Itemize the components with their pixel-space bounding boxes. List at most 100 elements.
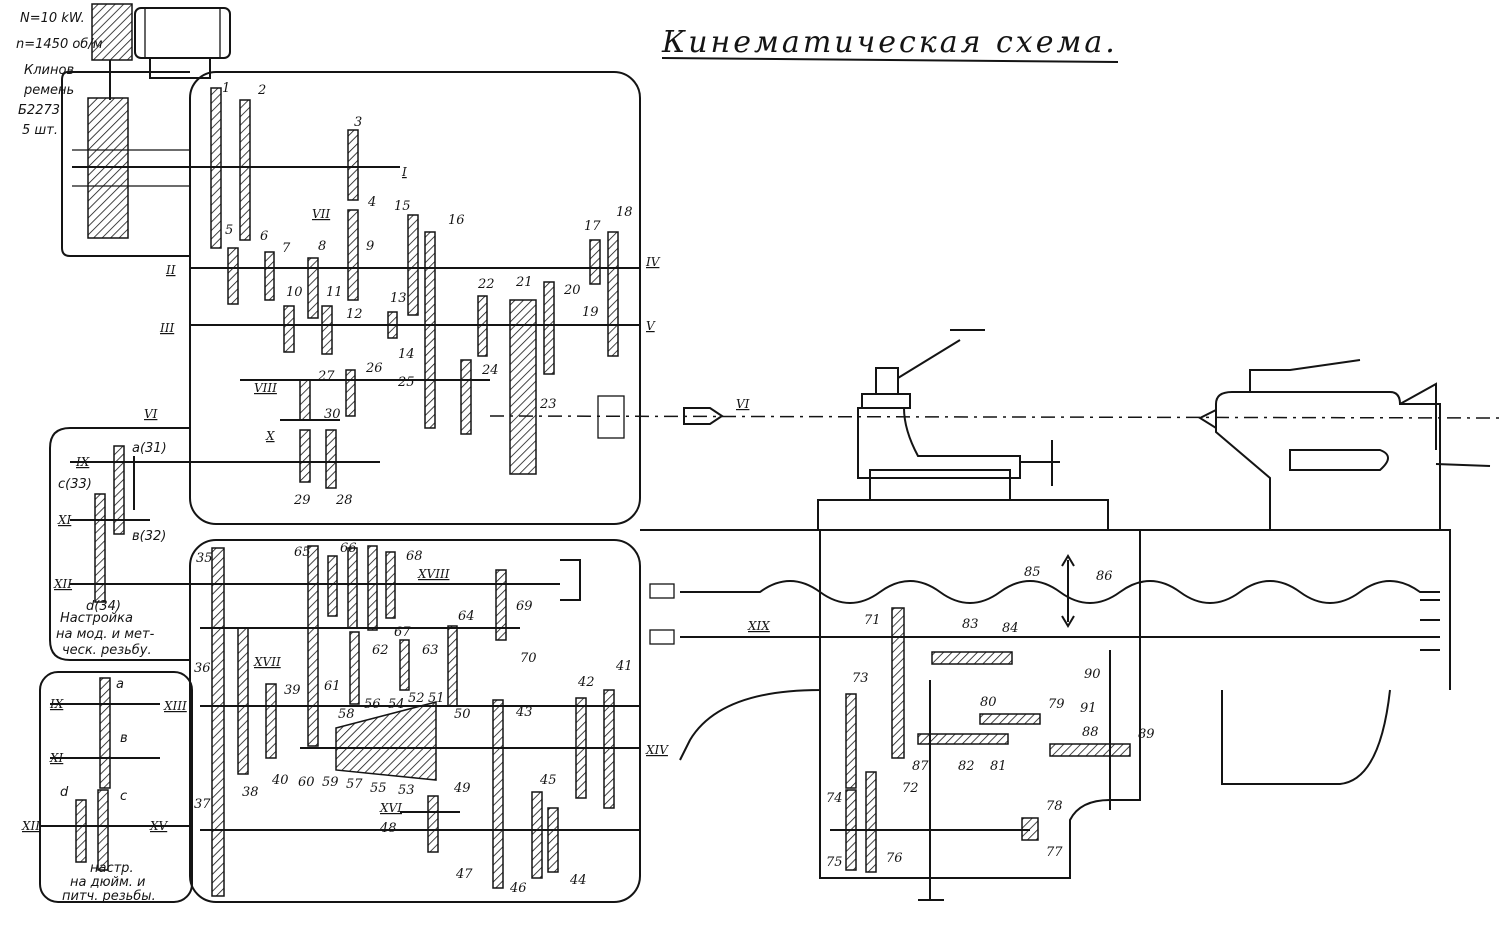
shaft-label-IX: IX [75, 455, 90, 469]
gear-number: 49 [453, 781, 471, 796]
gear-number: 6 [260, 229, 268, 244]
shaft-label-I: I [401, 165, 407, 179]
gear-number: 30 [324, 407, 341, 422]
change-gears [70, 445, 190, 603]
gear-number: 47 [455, 867, 473, 882]
tool-post [817, 329, 1109, 531]
gear-number: 88 [1082, 725, 1099, 740]
change-gear-housing [49, 427, 190, 661]
gear-number: 24 [481, 363, 499, 378]
shaft-label-XV: XV [149, 819, 169, 833]
gear-label-a2: a [116, 677, 124, 692]
note-metric-line3: ческ. резьбу. [62, 643, 152, 658]
shaft-label-XIV: XIV [645, 743, 669, 757]
gear-number: 83 [962, 617, 979, 632]
shaft-label-XIX: XIX [747, 619, 770, 633]
gear-number: 5 [225, 223, 233, 238]
gear-number: 10 [286, 285, 303, 300]
gear-number: 20 [563, 283, 581, 298]
shaft-label-II: II [165, 263, 176, 277]
gear-number: 70 [520, 651, 537, 666]
note-inch-line2: на дюйм. и [70, 875, 146, 890]
shaft-label-IX-inch: IX [49, 697, 64, 711]
lathe-bed [640, 529, 1451, 785]
gear-number: 3 [354, 115, 362, 130]
diagram-title: Кинематическая схема. [661, 25, 1118, 60]
belt-line4: 5 шт. [22, 123, 58, 138]
shaft-label-XVII: XVII [253, 655, 281, 669]
gear-number: 46 [509, 881, 527, 896]
note-inch-line1: настр. [90, 861, 134, 876]
shaft-label-IV: IV [645, 255, 661, 269]
gear-label-c2: c [120, 789, 127, 804]
gear-number: 65 [294, 545, 311, 560]
gear-number: 16 [448, 213, 465, 228]
title-underline [661, 57, 1119, 63]
gear-number: 35 [196, 551, 213, 566]
shaft-label-XVI: XVI [379, 801, 402, 815]
gear-number: 73 [852, 671, 869, 686]
gear-number: 59 [322, 775, 339, 790]
gear-number: 86 [1096, 569, 1113, 584]
gear-number: 64 [458, 609, 475, 624]
gear-label-d2: d [60, 785, 69, 800]
headstock-gears [210, 87, 619, 489]
shaft-label-XII-inch: XII [21, 819, 40, 833]
gear-number: 53 [398, 783, 415, 798]
spindle-bearing [597, 395, 625, 439]
gear-label-b2: в [120, 731, 128, 746]
gear-number: 15 [394, 199, 411, 214]
gear-number: 77 [1046, 845, 1063, 860]
gear-number: 39 [284, 683, 301, 698]
gear-number: 13 [390, 291, 407, 306]
gear-number: 19 [582, 305, 599, 320]
gear-number: 80 [980, 695, 997, 710]
gear-number: 50 [454, 707, 471, 722]
gear-number: 9 [366, 239, 374, 254]
spindle-centre [683, 407, 724, 425]
belt-line3: Б2273 [18, 103, 60, 118]
gear-number: 38 [242, 785, 259, 800]
inch-change-gears [40, 677, 192, 871]
gear-number: 23 [539, 397, 557, 412]
gear-label-d: d(34) [86, 599, 121, 614]
shaft-label-XI: XI [57, 513, 72, 527]
gear-number: 21 [515, 275, 533, 290]
gear-number: 62 [372, 643, 389, 658]
gear-number: 85 [1024, 565, 1041, 580]
shaft-label-XVIII: XVIII [417, 567, 450, 581]
gear-number: 1 [222, 81, 230, 96]
gear-number: 43 [515, 705, 533, 720]
gear-number: 52 [408, 691, 425, 706]
tailstock [1197, 359, 1491, 531]
gear-number: 25 [397, 375, 415, 390]
gear-number: 14 [398, 347, 415, 362]
shaft-label-VII: VII [312, 207, 330, 221]
gear-number: 4 [367, 195, 376, 210]
feed-rod [649, 629, 1440, 645]
gear-number: 11 [326, 285, 343, 300]
gear-number: 27 [317, 369, 335, 384]
headstock-housing [189, 71, 641, 525]
gear-number: 54 [388, 697, 405, 712]
shaft-label-V: V [646, 319, 656, 333]
gear-number: 78 [1046, 799, 1063, 814]
gear-label-b: в(32) [132, 529, 166, 544]
motor-speed: n=1450 об/м [16, 37, 103, 52]
gear-number: 63 [422, 643, 439, 658]
belt-pulley [61, 71, 190, 257]
gear-number: 36 [194, 661, 211, 676]
gear-number: 17 [584, 219, 601, 234]
gear-number: 26 [365, 361, 383, 376]
gear-number: 72 [902, 781, 919, 796]
gear-number: 48 [379, 821, 397, 836]
inch-gear-housing [39, 671, 193, 903]
gear-number: 66 [340, 541, 357, 556]
shaft-label-VI: VI [144, 407, 158, 421]
gear-number: 75 [826, 855, 843, 870]
gear-number: 55 [370, 781, 387, 796]
belt-line1: Клинов [24, 63, 74, 78]
gear-number: 2 [257, 83, 266, 98]
shaft-label-III: III [159, 321, 174, 335]
gear-number: 12 [346, 307, 363, 322]
